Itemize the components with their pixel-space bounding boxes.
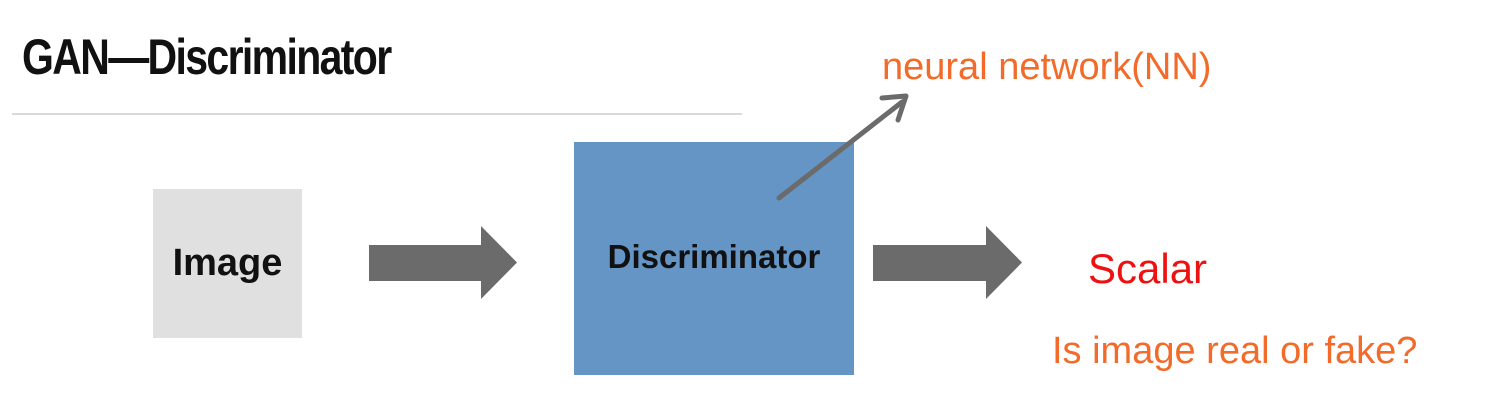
scalar-output-label: Scalar	[1088, 245, 1208, 292]
real-or-fake-question: Is image real or fake?	[1052, 330, 1418, 372]
neural-network-label: neural network(NN)	[882, 46, 1212, 88]
output-arrow	[873, 226, 1022, 299]
discriminator-box: Discriminator	[574, 142, 854, 375]
discriminator-label: Discriminator	[607, 237, 821, 275]
image-label: Image	[172, 242, 283, 284]
slide-title: GAN—Discriminator	[22, 29, 392, 85]
input-arrow	[369, 226, 517, 299]
title-divider	[12, 113, 742, 115]
nn-pointer-arrowhead	[879, 93, 909, 123]
image-input-box: Image	[153, 189, 302, 338]
